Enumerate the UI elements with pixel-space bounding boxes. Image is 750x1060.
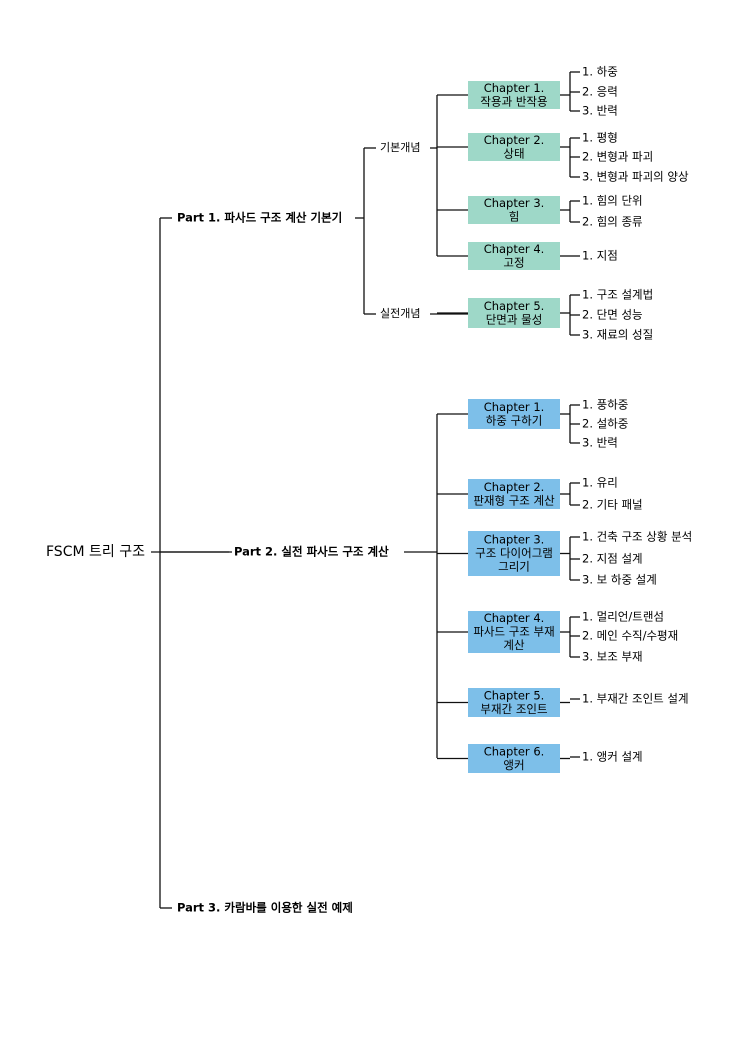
chapter-item: 3. 재료의 성질 bbox=[582, 328, 653, 342]
group-label: 기본개념 bbox=[380, 141, 420, 154]
chapter-item: 3. 반력 bbox=[582, 436, 618, 450]
chapter-item: 2. 설하중 bbox=[582, 417, 628, 431]
chapter-box bbox=[468, 196, 560, 224]
chapter-box bbox=[468, 242, 560, 270]
chapter-item: 2. 메인 수직/수평재 bbox=[582, 629, 678, 643]
chapter-subtitle: 그리기 bbox=[498, 560, 530, 574]
chapter-item: 1. 하중 bbox=[582, 65, 618, 79]
chapter-subtitle: 앵커 bbox=[503, 758, 524, 772]
part-label: Part 3. 카람바를 이용한 실전 예제 bbox=[177, 901, 353, 915]
chapter-item: 2. 지점 설계 bbox=[582, 552, 643, 566]
chapter-item: 1. 풍하중 bbox=[582, 398, 628, 412]
chapter-box bbox=[468, 298, 560, 328]
chapter-subtitle: 파사드 구조 부재 bbox=[473, 625, 554, 639]
chapter-title: Chapter 5. bbox=[484, 299, 545, 313]
chapter-title: Chapter 2. bbox=[484, 480, 545, 494]
chapter-title: Chapter 4. bbox=[484, 611, 545, 625]
chapter-title: Chapter 4. bbox=[484, 242, 545, 256]
chapter-item: 3. 변형과 파괴의 양상 bbox=[582, 170, 689, 184]
chapter-item: 1. 지점 bbox=[582, 249, 618, 263]
chapter-title: Chapter 2. bbox=[484, 133, 545, 147]
chapter-subtitle: 작용과 반작용 bbox=[480, 94, 547, 108]
chapter-item: 1. 평형 bbox=[582, 131, 618, 145]
chapter-box bbox=[468, 611, 560, 653]
chapter-item: 2. 힘의 종류 bbox=[582, 215, 643, 229]
chapter-title: Chapter 3. bbox=[484, 533, 545, 547]
chapter-item: 1. 멀리언/트랜섬 bbox=[582, 610, 664, 624]
chapter-box bbox=[468, 744, 560, 773]
chapter-item: 1. 건축 구조 상황 분석 bbox=[582, 530, 692, 544]
chapter-item: 3. 보 하중 설계 bbox=[582, 573, 657, 587]
chapter-subtitle: 상태 bbox=[503, 146, 524, 160]
chapter-title: Chapter 3. bbox=[484, 196, 545, 210]
chapter-item: 2. 변형과 파괴 bbox=[582, 150, 653, 164]
chapter-title: Chapter 6. bbox=[484, 744, 545, 758]
part-label: Part 1. 파사드 구조 계산 기본기 bbox=[177, 211, 342, 225]
chapter-item: 1. 앵커 설계 bbox=[582, 750, 643, 764]
chapter-item: 1. 구조 설계법 bbox=[582, 288, 653, 302]
chapter-item: 2. 단면 성능 bbox=[582, 308, 643, 322]
connector-lines bbox=[151, 71, 580, 909]
chapter-subtitle: 부재간 조인트 bbox=[480, 702, 547, 716]
chapter-subtitle: 하중 구하기 bbox=[486, 413, 543, 427]
chapter-box bbox=[468, 81, 560, 109]
chapter-item: 2. 기타 패널 bbox=[582, 498, 643, 512]
chapter-subtitle: 힘 bbox=[509, 209, 520, 223]
chapter-title: Chapter 5. bbox=[484, 688, 545, 702]
chapter-item: 2. 응력 bbox=[582, 85, 618, 99]
chapter-subtitle: 판재형 구조 계산 bbox=[473, 493, 555, 507]
chapter-subtitle: 단면과 물성 bbox=[486, 312, 543, 326]
chapter-item: 1. 힘의 단위 bbox=[582, 194, 643, 208]
chapter-box bbox=[468, 531, 560, 576]
chapter-boxes bbox=[468, 81, 560, 773]
chapter-item: 1. 부재간 조인트 설계 bbox=[582, 692, 689, 706]
chapter-item: 1. 유리 bbox=[582, 476, 618, 490]
chapter-item: 3. 반력 bbox=[582, 104, 618, 118]
chapter-item: 3. 보조 부재 bbox=[582, 650, 643, 664]
group-label: 실전개념 bbox=[380, 307, 420, 320]
chapter-box bbox=[468, 399, 560, 429]
chapter-box bbox=[468, 133, 560, 161]
root-title: FSCM 트리 구조 bbox=[46, 544, 145, 560]
text-labels: FSCM 트리 구조 Part 1. 파사드 구조 계산 기본기 Part 2. 실… bbox=[46, 65, 692, 915]
part-label: Part 2. 실전 파사드 구조 계산 bbox=[234, 545, 389, 559]
chapter-subtitle: 계산 bbox=[503, 638, 525, 652]
chapter-subtitle: 구조 다이어그램 bbox=[475, 546, 553, 560]
chapter-box bbox=[468, 688, 560, 717]
chapter-subtitle: 고정 bbox=[503, 255, 524, 269]
chapter-title: Chapter 1. bbox=[484, 400, 545, 414]
chapter-title: Chapter 1. bbox=[484, 81, 545, 95]
chapter-box bbox=[468, 479, 560, 509]
